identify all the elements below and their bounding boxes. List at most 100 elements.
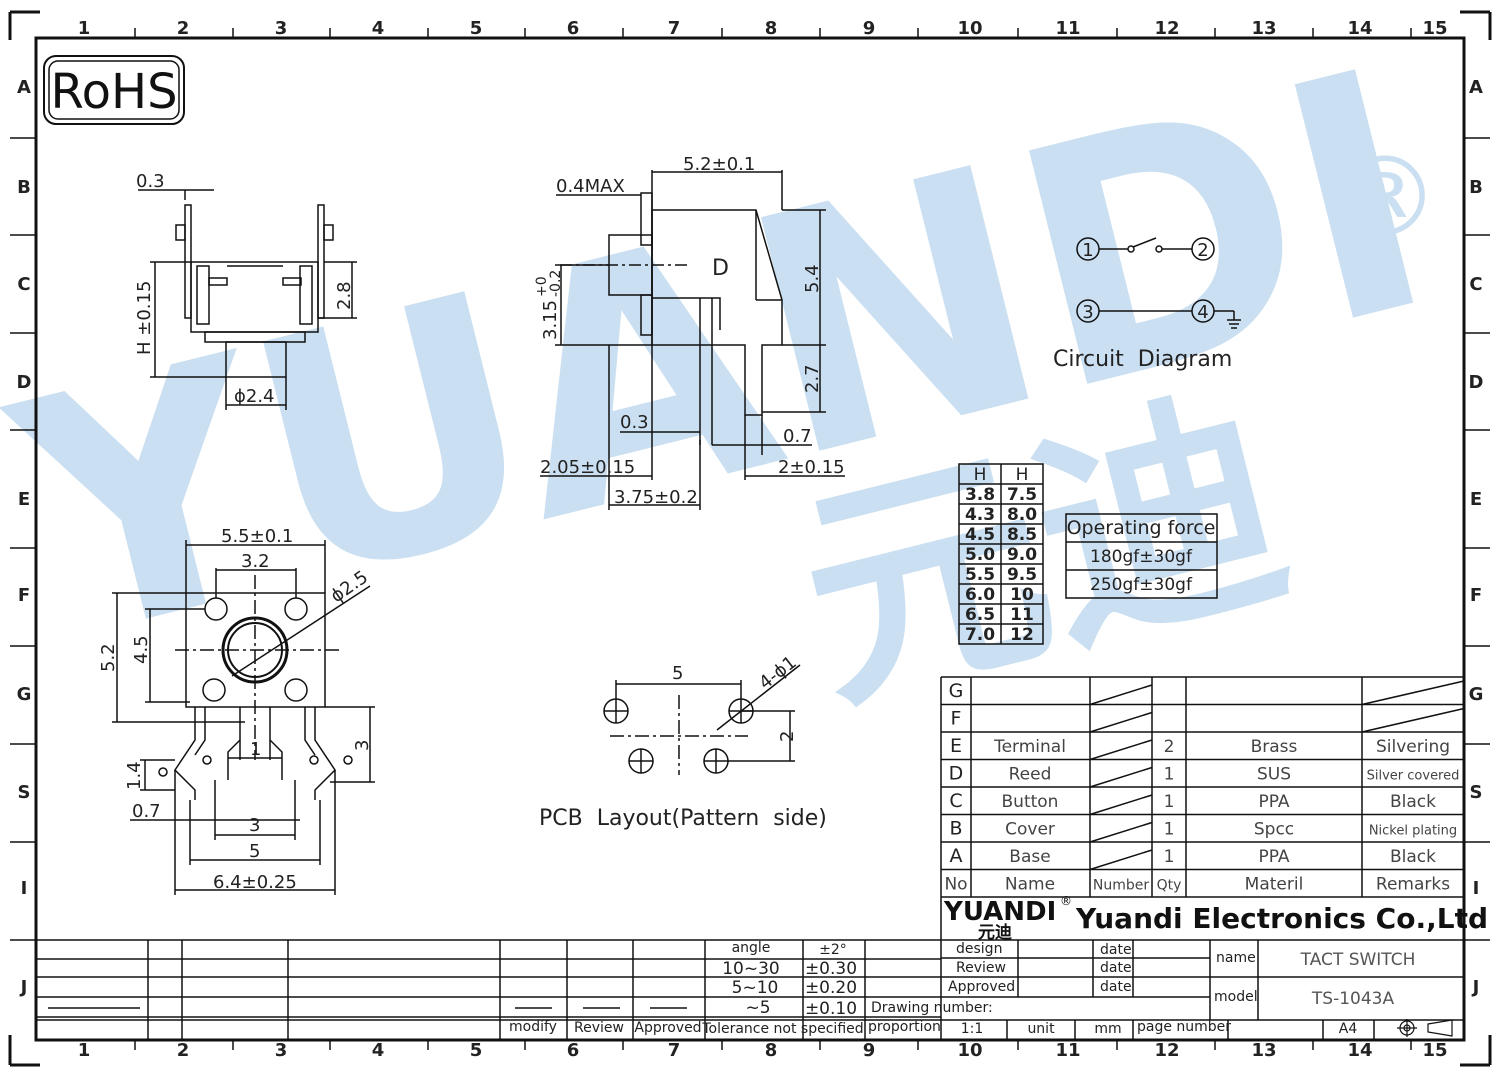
h-table-cell: 6.0 [965, 585, 995, 605]
dim-front-315-upper: +0 [534, 276, 550, 297]
dim-top-14: 1.4 [124, 761, 145, 790]
bom-remarks: Nickel plating [1369, 824, 1457, 839]
tb-drawing-number: Drawing number: [871, 1000, 993, 1016]
tb-model-label: model [1214, 989, 1258, 1005]
dim-front-205: 2.05±0.15 [540, 457, 635, 478]
circuit-diagram [1076, 237, 1241, 329]
tb-date2: date [1100, 960, 1132, 976]
bom-remarks: Black [1390, 847, 1436, 867]
dim-front-07: 0.7 [783, 426, 812, 447]
h-table-cell: 5.5 [965, 565, 995, 585]
grid-col-top: 12 [1154, 18, 1179, 39]
h-table-cell: 11 [1010, 605, 1034, 625]
h-table-cell: 3.8 [965, 485, 995, 505]
h-table-cell: 12 [1010, 625, 1034, 645]
grid-row-left: A [17, 77, 31, 98]
pcb-caption: PCB Layout(Pattern side) [539, 806, 827, 831]
tb-modify: modify [509, 1019, 557, 1035]
bom-name: Reed [1009, 765, 1052, 785]
tb-r2-tol: ±0.20 [805, 978, 857, 998]
bom-no: D [949, 763, 964, 785]
force-row-2: 250gf±30gf [1090, 575, 1193, 595]
rohs-label: RoHS [50, 64, 177, 120]
grid-col-top: 6 [567, 18, 580, 39]
tb-model-value: TS-1043A [1311, 989, 1395, 1009]
grid-row-right: F [1470, 585, 1482, 606]
grid-row-left: J [19, 977, 28, 998]
bom-qty: 2 [1164, 737, 1175, 757]
grid-col-top: 8 [765, 18, 778, 39]
bom-no: G [949, 680, 964, 702]
h-table-cell: 5.0 [965, 545, 995, 565]
bom-qty: 1 [1164, 847, 1175, 867]
grid-col-top: 4 [372, 18, 385, 39]
tb-review2: Review [956, 960, 1006, 976]
h-table-cell: 10 [1010, 585, 1034, 605]
bom-remarks: Black [1390, 792, 1436, 812]
top-view-dims: 5.5±0.1 3.2 ϕ2.5 5.2 4.5 1 3 1.4 0.7 3 5… [98, 526, 373, 893]
dim-side-28: 2.8 [334, 281, 355, 310]
grid-col-bottom: 9 [863, 1040, 876, 1061]
tb-proportion: proportion [868, 1019, 941, 1035]
circuit-pin-4: 4 [1197, 302, 1208, 323]
bom-no: B [949, 818, 962, 840]
bom-qty: 1 [1164, 820, 1175, 840]
bom-name: Cover [1005, 820, 1055, 840]
dim-top-64: 6.4±0.25 [213, 872, 297, 893]
bom-header-qty: Qty [1157, 878, 1182, 894]
top-view [112, 540, 375, 895]
tb-tolerance: Tolerance not specified [701, 1021, 863, 1037]
grid-row-left: S [18, 782, 31, 803]
grid-col-top: 5 [470, 18, 483, 39]
h-table-header: H [1016, 465, 1029, 485]
bom-name: Terminal [993, 737, 1066, 757]
tb-r3: ~5 [745, 998, 770, 1018]
company-strip: YUANDI 元迪 ® Yuandi Electronics Co.,Ltd [943, 894, 1488, 943]
bom-qty: 1 [1164, 792, 1175, 812]
h-table-cell: 7.0 [965, 625, 995, 645]
h-table-cell: 6.5 [965, 605, 995, 625]
tb-scale: 1:1 [961, 1021, 984, 1037]
dim-front-315: 3.15 [540, 300, 561, 340]
dim-side-h: H ±0.15 [134, 281, 155, 355]
watermark-reg: ® [1330, 133, 1440, 261]
frame [8, 10, 1492, 1067]
grid-row-left: B [17, 177, 31, 198]
bom-material: PPA [1258, 792, 1289, 812]
grid-col-bottom: 12 [1154, 1040, 1179, 1061]
h-table-cell: 4.5 [965, 525, 995, 545]
grid-col-bottom: 10 [957, 1040, 982, 1061]
dim-front-52: 5.2±0.1 [683, 154, 755, 175]
dim-front-375: 3.75±0.2 [614, 487, 698, 508]
rohs-badge: RoHS [43, 55, 185, 125]
circuit-labels: 1 2 3 4 Circuit Diagram [1053, 240, 1232, 372]
dim-top-3r: 3 [352, 740, 373, 751]
grid-col-top: 7 [668, 18, 681, 39]
dim-front-04max: 0.4MAX [556, 176, 625, 197]
grid-row-left: C [17, 274, 30, 295]
grid-col-bottom: 7 [668, 1040, 681, 1061]
dim-top-32: 3.2 [241, 551, 270, 572]
grid-row-left: G [17, 684, 32, 705]
bom-header-no: No [944, 875, 967, 895]
tb-design: design [956, 941, 1002, 957]
bom-name: Base [1009, 847, 1050, 867]
grid-col-bottom: 1 [78, 1040, 91, 1061]
grid-col-top: 11 [1055, 18, 1080, 39]
dim-side-03: 0.3 [136, 171, 165, 192]
grid-col-bottom: 13 [1251, 1040, 1276, 1061]
h-table-cell: 4.3 [965, 505, 995, 525]
h-table-header: H [974, 465, 987, 485]
tb-page-number: page number [1137, 1019, 1231, 1035]
projection-symbol-icon [1397, 1019, 1453, 1037]
bom-material: Spcc [1254, 820, 1294, 840]
tb-date3: date [1100, 979, 1132, 995]
grid-col-bottom: 11 [1055, 1040, 1080, 1061]
front-view-dims: D 5.2±0.1 0.4MAX 3.15 +0 -0.2 5.4 2.7 0.… [534, 154, 845, 508]
tb-unit: unit [1027, 1021, 1055, 1037]
tb-name-value: TACT SWITCH [1300, 950, 1416, 970]
title-block: angle ±2° 10~30 ±0.30 5~10 ±0.20 ~5 ±0.1… [35, 939, 1464, 1040]
grid-row-left: F [18, 585, 30, 606]
